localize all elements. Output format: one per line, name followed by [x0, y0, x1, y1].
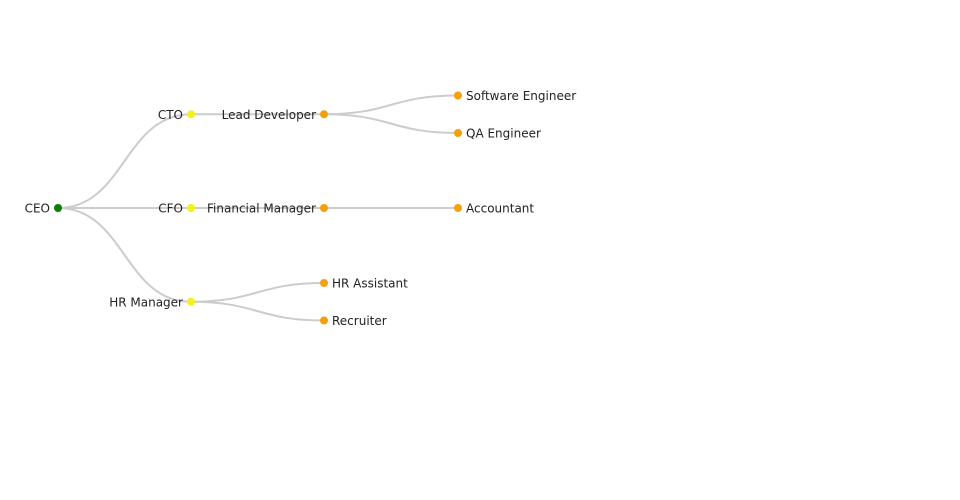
- node-dot[interactable]: [454, 204, 462, 212]
- node-label: Lead Developer: [222, 108, 316, 122]
- node-dot[interactable]: [54, 204, 62, 212]
- tree-node-qa-engineer[interactable]: QA Engineer: [454, 127, 541, 141]
- node-dot[interactable]: [320, 110, 328, 119]
- node-dot[interactable]: [320, 316, 328, 325]
- tree-link-lead-developer-to-software-engineer: [323, 94, 459, 116]
- node-label: Accountant: [466, 202, 534, 216]
- node-label: CTO: [158, 108, 183, 122]
- node-label: CEO: [25, 202, 50, 216]
- node-label: Recruiter: [332, 314, 387, 328]
- tree-link-lead-developer-to-qa-engineer: [323, 113, 459, 134]
- tree-node-hr-manager[interactable]: HR Manager: [109, 295, 195, 309]
- node-label: Financial Manager: [207, 202, 316, 216]
- tree-link-hr-manager-to-hr-assistant: [190, 282, 325, 303]
- tree-node-cfo[interactable]: CFO: [158, 202, 195, 216]
- tree-node-financial-manager[interactable]: Financial Manager: [207, 202, 328, 216]
- tree-links: [57, 94, 459, 322]
- tree-node-cto[interactable]: CTO: [158, 108, 195, 122]
- node-label: HR Manager: [109, 295, 183, 309]
- tree-link-ceo-to-cto: [57, 113, 192, 209]
- tree-link-ceo-to-hr-manager: [57, 207, 192, 303]
- tree-node-hr-assistant[interactable]: HR Assistant: [320, 277, 408, 291]
- node-dot[interactable]: [187, 204, 195, 212]
- tree-node-ceo[interactable]: CEO: [25, 202, 62, 216]
- node-dot[interactable]: [320, 204, 328, 212]
- node-dot[interactable]: [454, 129, 462, 137]
- node-label: HR Assistant: [332, 277, 408, 291]
- node-dot[interactable]: [187, 297, 195, 306]
- tree-node-recruiter[interactable]: Recruiter: [320, 314, 387, 328]
- node-label: CFO: [158, 202, 183, 216]
- tree-node-accountant[interactable]: Accountant: [454, 202, 534, 216]
- node-dot[interactable]: [187, 110, 195, 119]
- node-dot[interactable]: [454, 91, 462, 100]
- node-label: QA Engineer: [466, 127, 541, 141]
- tree-node-lead-developer[interactable]: Lead Developer: [222, 108, 328, 122]
- tree-node-software-engineer[interactable]: Software Engineer: [454, 89, 576, 103]
- tree-link-hr-manager-to-recruiter: [190, 300, 325, 322]
- node-dot[interactable]: [320, 279, 328, 287]
- node-label: Software Engineer: [466, 89, 576, 103]
- tree-nodes: CEO CTO CFO HR Manager Lead DeveloperFinanci…: [25, 89, 577, 328]
